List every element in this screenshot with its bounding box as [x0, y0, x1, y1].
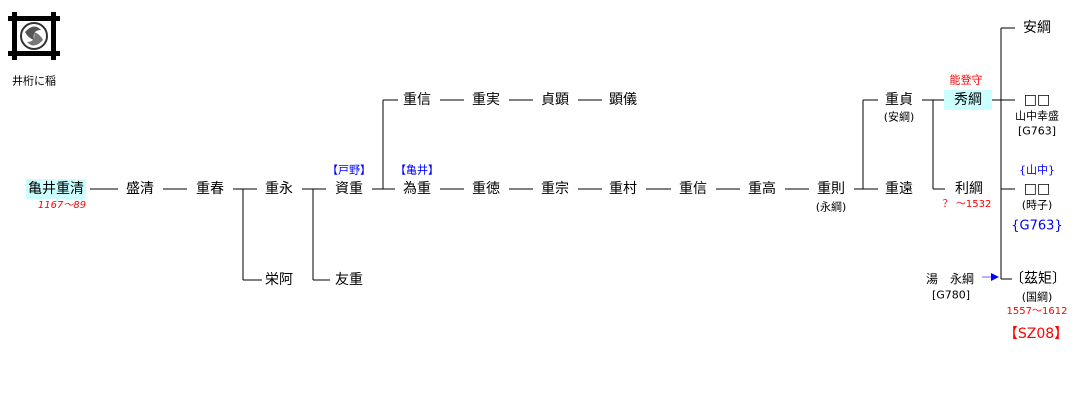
- person-shigesada: 重貞: [885, 92, 913, 108]
- dates-shigekiyo: 1167〜89: [37, 200, 87, 211]
- alias-shigenori: (永綱): [815, 200, 847, 214]
- crest-label: 井桁に稲: [12, 74, 56, 88]
- person-shigenobu-1: 重信: [403, 92, 431, 108]
- person-unknown-1: □□: [1023, 92, 1051, 108]
- person-shigemura: 重村: [609, 181, 637, 197]
- dates-toshitsuna: ？ 〜1532: [942, 199, 992, 210]
- person-hidetsuna: 秀綱: [944, 90, 992, 110]
- clan-yamanaka: {山中}: [1019, 163, 1055, 177]
- person-shigemune: 重宗: [541, 181, 569, 197]
- person-shigezane: 重実: [472, 92, 500, 108]
- person-shigetaka: 重高: [748, 181, 776, 197]
- ref-g763: [G763]: [1017, 124, 1057, 138]
- person-kamei-shigekiyo: 亀井重清: [26, 179, 86, 199]
- person-korenori: 〔茲矩〕: [1010, 271, 1066, 287]
- person-shigetoo: 重遠: [885, 181, 913, 197]
- note-yamanaka-yukimori: 山中幸盛: [1015, 109, 1059, 123]
- ref-g763-blue: {G763}: [1011, 218, 1063, 234]
- alias-kunitsuna: (国綱): [1021, 290, 1053, 304]
- person-shigenori: 重則: [817, 181, 845, 197]
- person-yasutsuna: 安綱: [1023, 20, 1051, 36]
- family-crest-icon: [8, 12, 60, 60]
- person-yu-nagatsuna: 湯 永綱: [925, 272, 975, 286]
- clan-tono: 【戸野】: [327, 163, 371, 177]
- alias-tokiko: (時子): [1021, 198, 1053, 212]
- person-eia: 栄阿: [265, 272, 293, 288]
- person-unknown-2: □□: [1023, 181, 1051, 197]
- person-tameshige: 為重: [403, 181, 431, 197]
- person-shigenori-toku: 重徳: [472, 181, 500, 197]
- clan-kamei: 【亀井】: [395, 163, 439, 177]
- person-shigeharu: 重春: [196, 181, 224, 197]
- person-toshitsuna: 利綱: [955, 181, 983, 197]
- person-shigenobu-2: 重信: [679, 181, 707, 197]
- person-shigenaga: 重永: [265, 181, 293, 197]
- dates-korenori: 1557〜1612: [1006, 306, 1068, 317]
- ref-g780: [G780]: [931, 288, 971, 302]
- ref-sz08: 【SZ08】: [1003, 326, 1069, 342]
- title-hidetsuna: 能登守: [949, 73, 983, 87]
- person-sadaaki: 貞顕: [541, 92, 569, 108]
- person-tomoshige: 友重: [335, 272, 363, 288]
- alias-shigesada: (安綱): [883, 110, 915, 124]
- person-sukeshige: 資重: [335, 181, 363, 197]
- person-morikiyo: 盛清: [126, 181, 154, 197]
- person-akinori: 顕儀: [609, 92, 637, 108]
